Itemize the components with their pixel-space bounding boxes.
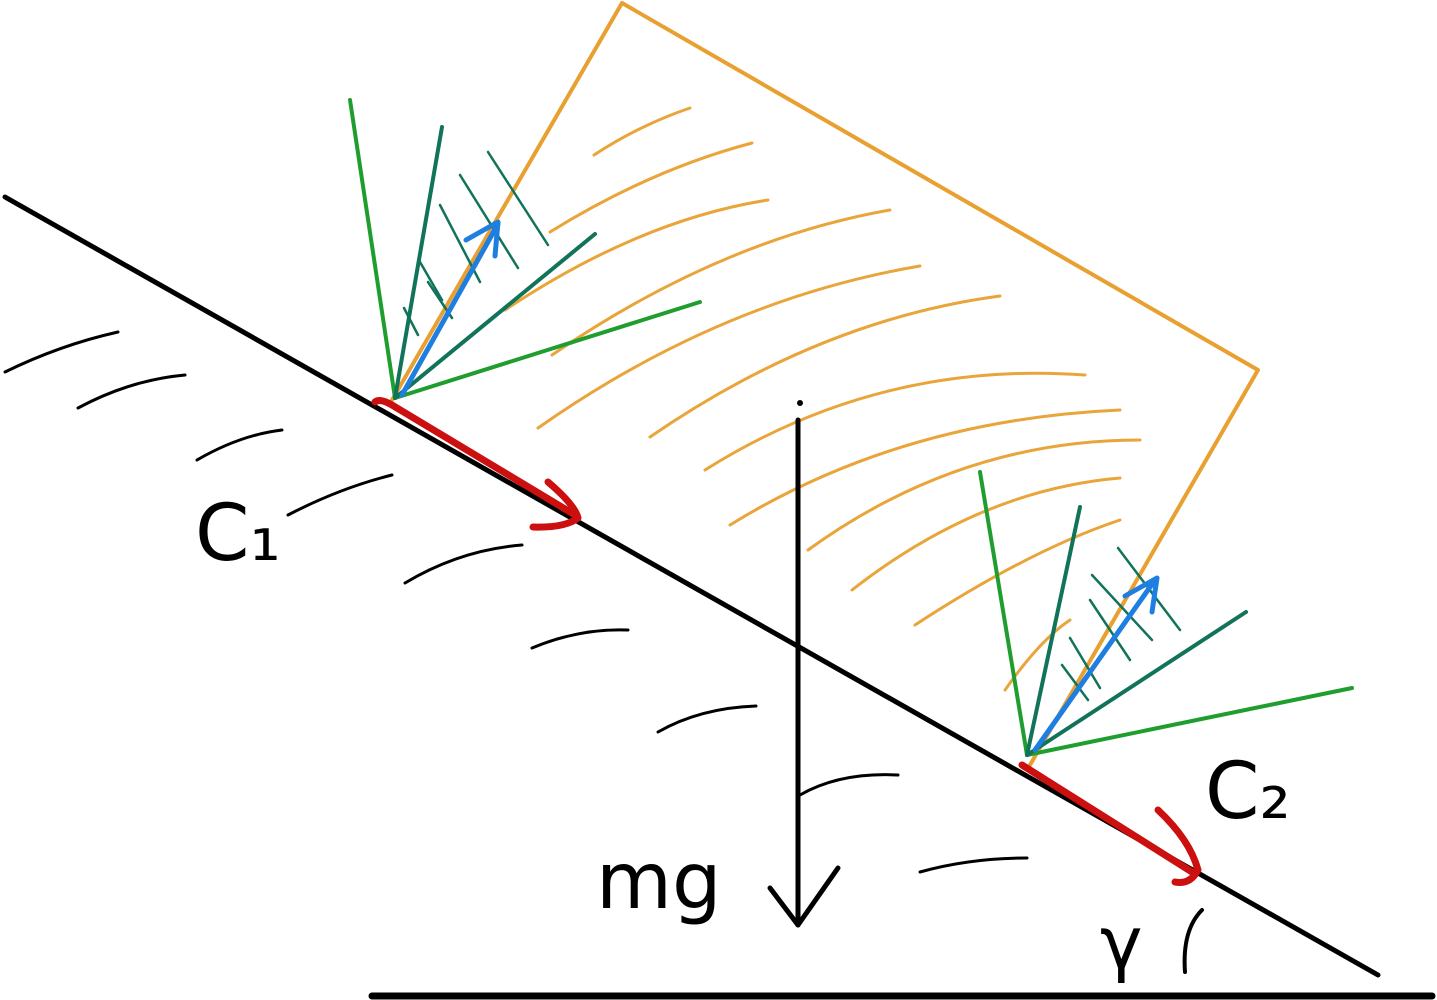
angle-arc	[1182, 908, 1204, 974]
friction-cone-c2	[978, 470, 1354, 757]
reaction-arrow-c2	[1032, 575, 1160, 753]
reaction-arrow-c1	[399, 219, 501, 398]
friction-arrow-c1	[371, 397, 582, 531]
friction-cone-c1	[348, 98, 702, 400]
label-contact-1: C₁	[195, 489, 281, 579]
label-angle: γ	[1100, 901, 1143, 985]
block-hatching	[503, 106, 1142, 692]
block-outline	[390, 1, 1260, 767]
label-contact-2: C₂	[1205, 747, 1291, 837]
label-weight: mg	[596, 837, 722, 927]
weight-arrow	[767, 400, 841, 928]
friction-arrow-c2	[1018, 761, 1202, 886]
incline-hatching	[3, 330, 1029, 874]
